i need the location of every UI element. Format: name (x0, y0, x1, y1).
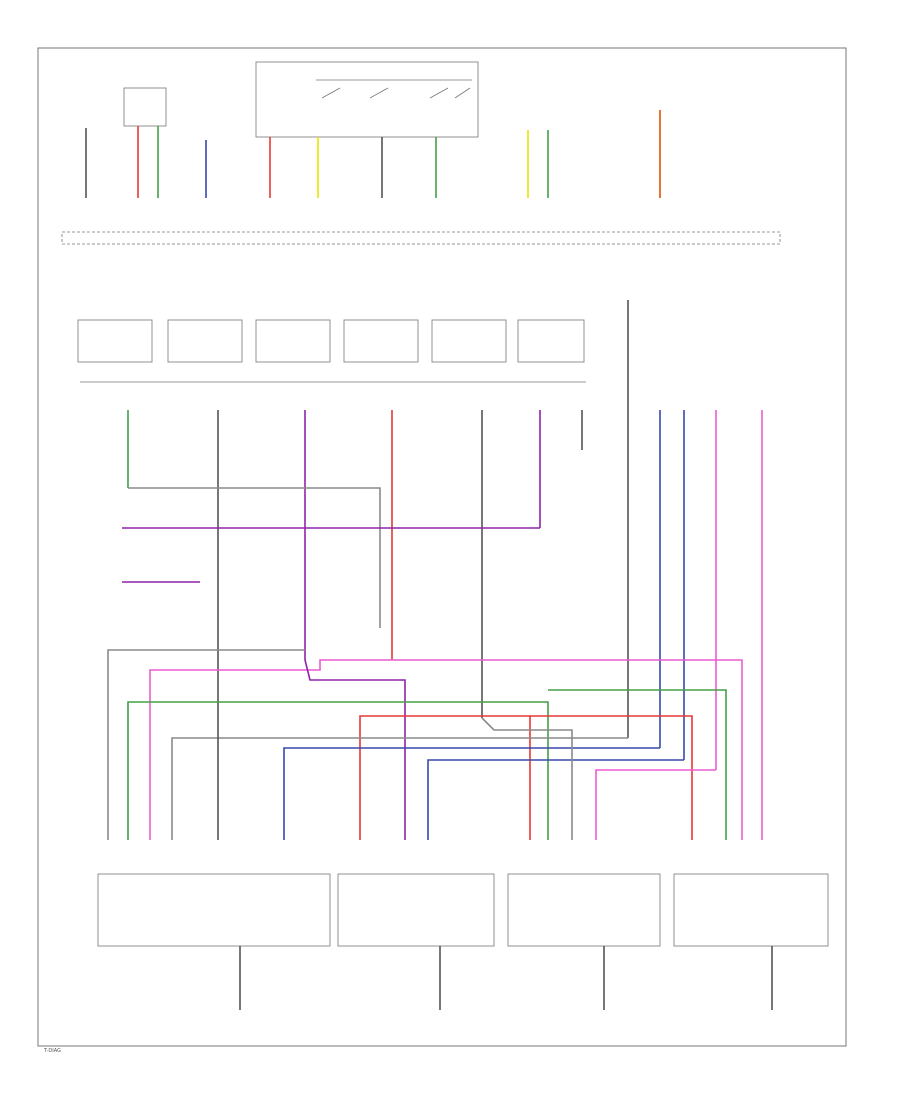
top-components (61, 61, 781, 245)
relay-3 (255, 319, 331, 363)
route-blue-2 (427, 759, 684, 840)
route-violet-cross (304, 659, 406, 840)
switch-contact-2 (369, 87, 389, 99)
page-id: T-DIAG (43, 1048, 61, 1054)
route-green-top (128, 487, 381, 628)
route-grey-3 (481, 717, 573, 840)
route-green-cross (127, 701, 549, 840)
relay-6 (517, 319, 585, 363)
route-red-right (530, 715, 693, 840)
relay-5 (431, 319, 507, 363)
route-pink-2 (595, 769, 716, 840)
bus-rail-box (61, 231, 781, 245)
switch-contact-3 (429, 87, 449, 99)
harness-routing (107, 487, 743, 840)
ground-symbols (239, 946, 773, 1010)
route-blue-1 (283, 747, 660, 840)
relay-row (77, 319, 586, 383)
top-switch-symbols (316, 79, 472, 99)
route-grey-main (107, 649, 305, 840)
switch-box-top-center (255, 61, 479, 138)
route-pink-cross (149, 659, 743, 840)
bottom-modules (97, 873, 829, 947)
route-green-right (548, 689, 727, 840)
relay-4 (343, 319, 419, 363)
module-left (97, 873, 331, 947)
route-grey-2 (171, 737, 628, 840)
module-right-1 (507, 873, 661, 947)
module-center (337, 873, 495, 947)
relay-2 (167, 319, 243, 363)
module-right-2 (673, 873, 829, 947)
relay-1 (77, 319, 153, 363)
mid-wires (127, 300, 763, 840)
diagram-frame (37, 47, 847, 1047)
top-wires (85, 110, 661, 198)
relay-box-top-left (123, 87, 167, 127)
switch-contact-4 (454, 87, 471, 99)
route-red-cross (359, 715, 531, 840)
switch-contact-1 (321, 87, 341, 99)
